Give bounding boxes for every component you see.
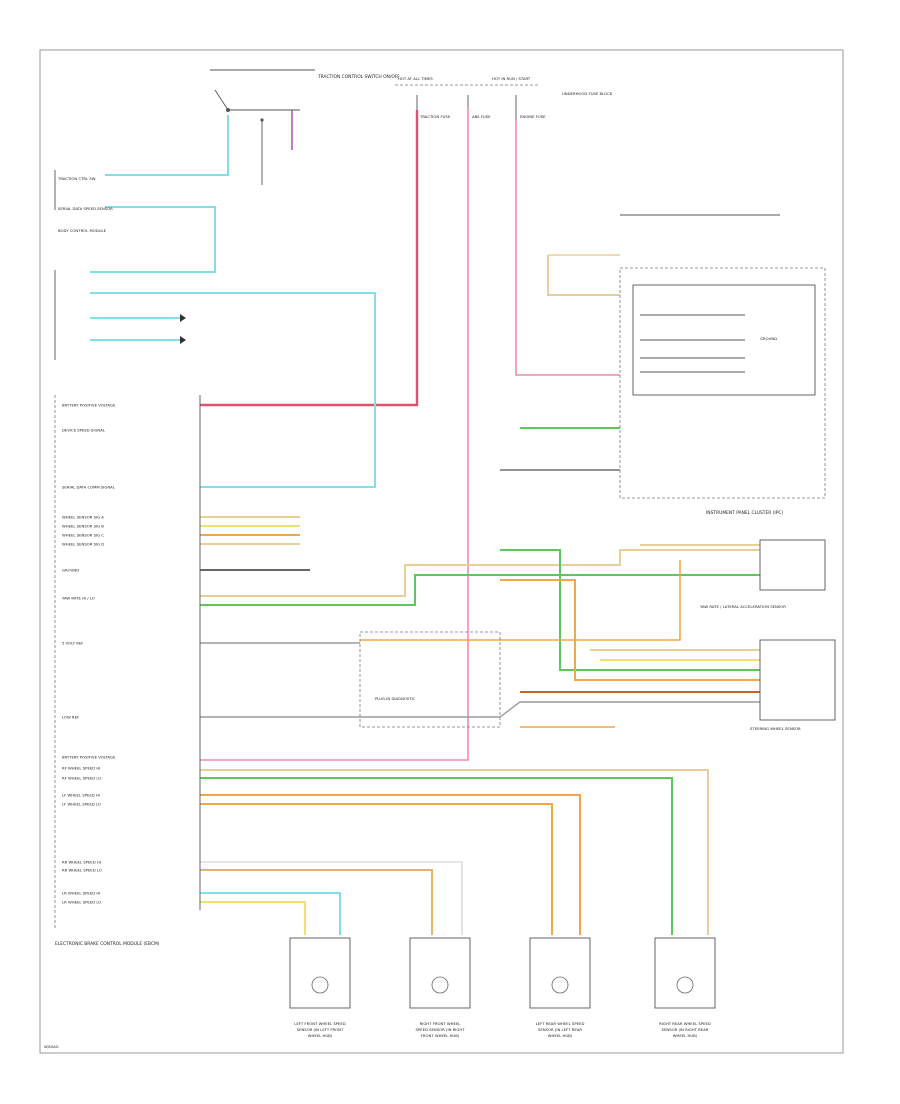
ipc-inner-box [632, 284, 816, 396]
wheel-sensor-coil-icon [676, 976, 694, 994]
ebcm-pin-label: YAW RATE HI / LO [62, 596, 95, 601]
wire-ipc-tan [547, 255, 620, 296]
ebcm-pin-label: RF WHEEL SPEED HI [62, 766, 100, 771]
ebcm-pin-label: 5 VOLT REF [62, 641, 83, 646]
wheel-sensor-label: WHEEL HUB) [548, 1033, 573, 1038]
fuse-traction: TRACTION FUSE [419, 114, 451, 119]
wire-rr-lo [200, 869, 433, 935]
ebcm-pin-label: WHEEL SENSOR SIG C [62, 533, 104, 538]
hot-in-run: HOT IN RUN / START [492, 76, 531, 81]
ebcm-pin-label: DEVICE SPEED SIGNAL [62, 428, 106, 433]
wire-lf-lo [200, 803, 553, 935]
wire-yaw-hi [200, 549, 760, 597]
traction-switch-contact [214, 89, 300, 111]
ebcm-label: ELECTRONIC BRAKE CONTROL MODULE (EBCM) [55, 941, 160, 947]
ipc-box [619, 267, 826, 499]
ebcm-pin-label: BATTERY POSITIVE VOLTAGE [62, 403, 116, 408]
wire-cyan-1 [105, 115, 229, 176]
plug-box [359, 631, 501, 728]
wire-rf-lo [200, 777, 673, 935]
ebcm-pin-label: LR WHEEL SPEED HI [62, 891, 100, 896]
wheel-sensor-label: FRONT WHEEL HUB) [421, 1033, 460, 1038]
wheel-sensor-box [409, 937, 471, 1009]
wire-lr-lo [200, 901, 306, 935]
wire-lf-hi [200, 794, 581, 935]
left-io-traction: TRACTION CTRL SW [57, 176, 96, 181]
ipc-ground-label: GROUND [760, 336, 777, 341]
wheel-sensor-label: RIGHT FRONT WHEEL [420, 1021, 462, 1026]
ebcm-pin-label: LOW REF [62, 715, 79, 720]
wheel-sensor-box [654, 937, 716, 1009]
wheel-sensor-label: LEFT FRONT WHEEL SPEED [294, 1021, 346, 1026]
fuse-engine: ENGINE FUSE [520, 114, 546, 119]
wire-yaw-lo [200, 574, 760, 606]
ebcm-pin-label: WHEEL SENSOR SIG D [62, 542, 104, 547]
left-io-speed: SERIAL DATA SPEED SENSOR [58, 206, 113, 211]
wheel-sensor-label: WHEEL HUB) [673, 1033, 698, 1038]
fuse-leads [416, 95, 517, 120]
wire-steer-orange [500, 579, 760, 681]
plug-label: PLUG-IN DIAGNOSTIC [375, 696, 416, 701]
diagram-border [39, 49, 844, 1054]
traction-switch-label: TRACTION CONTROL SWITCH ON/OFF [317, 74, 400, 80]
wire-battery-red [200, 110, 419, 407]
wire-ipc-pink [515, 120, 620, 376]
wheel-sensor-coil-icon [431, 976, 449, 994]
ebcm-pin-label: SERIAL DATA COMM SIGNAL [62, 485, 116, 490]
wheel-sensor-coil-icon [551, 976, 569, 994]
ipc-internal-circuits [640, 314, 745, 373]
wire-lowref [200, 701, 760, 718]
wheel-sensor-label: SENSOR (IN LEFT REAR [538, 1027, 582, 1032]
wire-rf-hi [200, 769, 709, 935]
ebcm-pin-list: BATTERY POSITIVE VOLTAGE DEVICE SPEED SIG… [62, 403, 116, 905]
wheel-sensor-box [289, 937, 351, 1009]
left-arrows [180, 314, 186, 344]
fuse-block-label: UNDERHOOD FUSE BLOCK [562, 91, 613, 96]
ebcm-pin-label: LF WHEEL SPEED LO [62, 802, 101, 807]
steering-sensor-box [759, 639, 836, 721]
switch-node [226, 108, 230, 112]
yaw-sensor-box [759, 539, 826, 591]
ebcm-pin-label: GROUND [62, 568, 79, 573]
wheel-sensor-box [529, 937, 591, 1009]
wire-rr-hi [200, 861, 463, 935]
ebcm-pin-label: RR WHEEL SPEED HI [62, 860, 101, 865]
ebcm-pin-label: RF WHEEL SPEED LO [62, 776, 101, 781]
wheel-sensor-label: WHEEL HUB) [308, 1033, 333, 1038]
ebcm-pin-label: BATTERY POSITIVE VOLTAGE [62, 755, 116, 760]
ebcm-pin-label: WHEEL SENSOR SIG A [62, 515, 104, 520]
wire-cyan-2 [90, 206, 216, 273]
wheel-sensor-label: SENSOR (IN LEFT FRONT [297, 1027, 344, 1032]
wheel-sensor-label: LEFT REAR WHEEL SPEED [536, 1021, 585, 1026]
ebcm-pin-label: WHEEL SENSOR SIG B [62, 524, 104, 529]
wire-cyan-serial [90, 292, 376, 488]
wheel-sensor-label: SENSOR (IN RIGHT REAR [662, 1027, 709, 1032]
wheel-sensor-coil-icon [311, 976, 329, 994]
steering-sensor-label: STEERING WHEEL SENSOR [750, 726, 801, 731]
ebcm-pin-label: LF WHEEL SPEED HI [62, 793, 100, 798]
wheel-sensor-label: RIGHT REAR WHEEL SPEED [659, 1021, 711, 1026]
ebcm-pin-label: RR WHEEL SPEED LO [62, 868, 102, 873]
fuse-abs: ABS FUSE [472, 114, 491, 119]
ebcm-pin-label: LR WHEEL SPEED LO [62, 900, 101, 905]
hot-at-all-times: HOT AT ALL TIMES [398, 76, 433, 81]
footer-code: W/DIAG [44, 1044, 59, 1049]
ipc-label: INSTRUMENT PANEL CLUSTER (IPC) [706, 510, 783, 516]
wheel-sensor-label: SPEED SENSOR (IN RIGHT [415, 1027, 465, 1032]
wire-steer-green [500, 549, 760, 671]
wire-lr-hi [200, 892, 341, 935]
left-io-bcm: BODY CONTROL MODULE [58, 228, 107, 233]
yaw-sensor-label: YAW RATE / LATERAL ACCELERATION SENSOR [700, 604, 786, 609]
wire-ignition-pink [200, 108, 469, 761]
wire-5v-orange [360, 560, 681, 641]
